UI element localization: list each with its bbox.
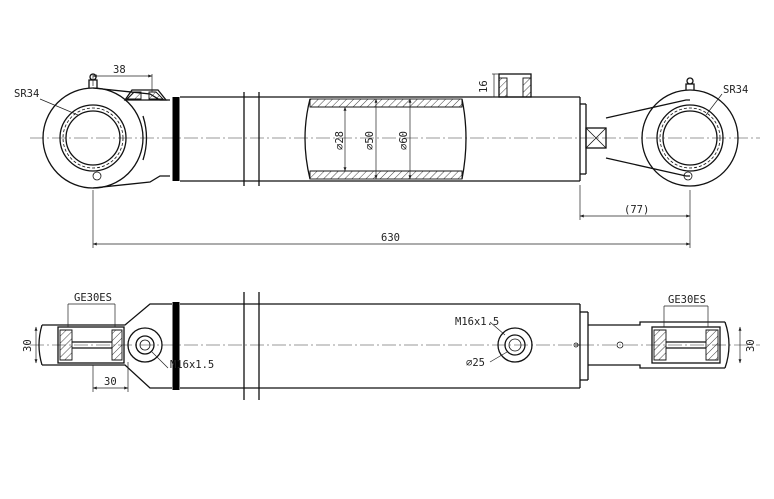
top-sr-right: SR34 — [723, 84, 748, 96]
top-dia-28: ⌀28 — [334, 131, 346, 150]
bottom-bearing-left: GE30ES — [74, 292, 112, 304]
bottom-width-right: 30 — [745, 339, 757, 352]
bottom-width-left: 30 — [22, 339, 34, 352]
bottom-dia-25: ⌀25 — [466, 357, 485, 369]
top-dim-38: 38 — [113, 64, 126, 76]
top-dia-60: ⌀60 — [398, 131, 410, 150]
bottom-bearing-right: GE30ES — [668, 294, 706, 306]
top-dim-77: (77) — [624, 204, 649, 216]
right-rod-eye — [585, 77, 739, 187]
top-sr-left: SR34 — [14, 88, 39, 100]
bottom-view: GE30ES GE30ES 30 30 30 M16x1.5 M16x1.5 ⌀… — [22, 292, 760, 400]
top-dia-50: ⌀50 — [364, 131, 376, 150]
left-rod-eye — [42, 73, 170, 189]
right-bearing-end — [588, 321, 730, 369]
left-bearing-end — [38, 303, 172, 389]
top-dim-630: 630 — [381, 232, 400, 244]
bottom-thread-right: M16x1.5 — [455, 316, 499, 328]
top-dimensions — [39, 73, 723, 248]
bottom-dimensions — [34, 303, 742, 392]
top-view: SR34 SR34 38 16 ⌀28 ⌀50 ⌀60 (77) 630 — [14, 64, 760, 248]
bottom-barrel — [180, 292, 589, 400]
bottom-thread-left: M16x1.5 — [170, 359, 214, 371]
top-dim-16: 16 — [478, 80, 490, 93]
top-barrel — [180, 73, 587, 186]
bottom-dim-30: 30 — [104, 376, 117, 388]
